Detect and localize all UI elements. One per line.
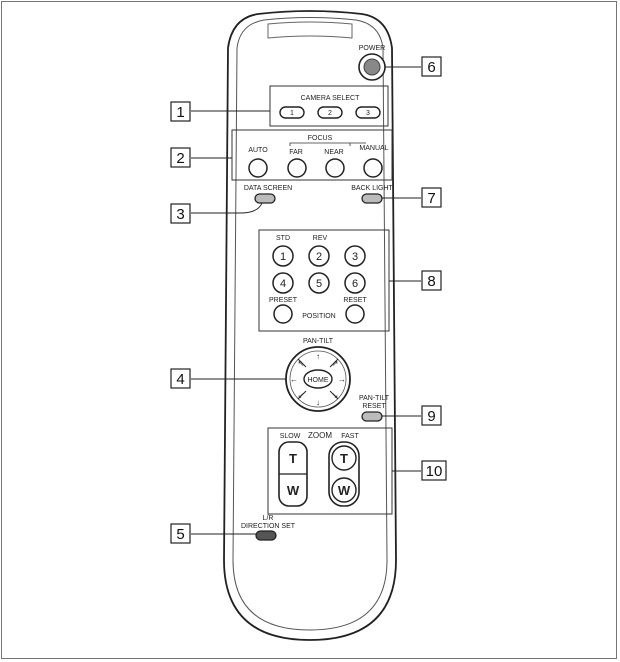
pan-tilt-reset-button[interactable]	[361, 411, 383, 422]
zoom-fast-label: FAST	[341, 433, 359, 440]
zoom-slow-label: SLOW	[280, 433, 301, 440]
focus-auto-label: AUTO	[248, 147, 268, 154]
focus-auto-button[interactable]	[248, 158, 268, 178]
pan-tilt-reset-label-1: PAN-TILT	[359, 395, 390, 402]
callout-1: 1	[170, 101, 191, 122]
back-light-button[interactable]	[361, 193, 383, 204]
ir-direction-label-2: DIRECTION SET	[241, 523, 296, 530]
zoom-slow-w-button[interactable]: W	[287, 483, 300, 498]
data-screen-label: DATA SCREEN	[244, 185, 292, 192]
focus-far-label: FAR	[289, 149, 303, 156]
callout-4-label: 4	[176, 371, 184, 388]
callout-3: 3	[170, 203, 191, 224]
pan-tilt-reset-label-2: RESET	[362, 403, 386, 410]
callout-8: 8	[421, 270, 442, 291]
camera-select-button-2[interactable]: 2	[317, 106, 343, 119]
position-rev-label: REV	[313, 235, 328, 242]
power-button-group: POWER	[358, 45, 386, 81]
home-label: HOME	[308, 377, 329, 384]
position-reset-label: RESET	[343, 297, 367, 304]
camera-select-button-2-label: 2	[328, 110, 332, 117]
position-panel: STD REV 1 2 3 4 5 6 PRESET RESET P	[258, 229, 390, 332]
focus-manual-button[interactable]	[363, 158, 383, 178]
position-label: POSITION	[302, 313, 335, 320]
callout-7-label: 7	[427, 190, 435, 207]
focus-far-button[interactable]	[287, 158, 307, 178]
position-button-3-label: 3	[352, 251, 358, 263]
callout-7: 7	[421, 187, 442, 208]
ir-direction-group: L/R DIRECTION SET	[241, 515, 296, 541]
arrow-down-icon[interactable]: ↓	[316, 398, 320, 407]
back-light-label: BACK LIGHT	[351, 185, 393, 192]
callout-3-label: 3	[176, 206, 184, 223]
callout-2-label: 2	[176, 150, 184, 167]
zoom-title: ZOOM	[308, 431, 332, 440]
focus-near-button[interactable]	[325, 158, 345, 178]
callout-10: 10	[421, 460, 447, 481]
position-button-5[interactable]: 5	[308, 272, 330, 294]
zoom-slow-t-button[interactable]: T	[289, 451, 297, 466]
callout-9: 9	[421, 405, 442, 426]
position-button-4-label: 4	[280, 278, 286, 290]
focus-title: FOCUS	[308, 135, 333, 142]
callout-5: 5	[170, 523, 191, 544]
preset-button[interactable]	[273, 304, 293, 324]
callout-6-label: 6	[427, 59, 435, 76]
camera-select-title: CAMERA SELECT	[301, 95, 360, 102]
zoom-fast-t-circle[interactable]	[331, 445, 357, 471]
callout-1-label: 1	[176, 104, 184, 121]
arrow-right-icon[interactable]: →	[338, 375, 346, 384]
position-button-6-label: 6	[352, 278, 358, 290]
focus-manual-label: MANUAL	[359, 145, 388, 152]
position-button-2[interactable]: 2	[308, 245, 330, 267]
callout-4: 4	[170, 368, 191, 389]
zoom-fast-t-button[interactable]: T	[340, 451, 348, 466]
arrow-down-right-icon[interactable]: ↘	[332, 391, 339, 400]
pan-tilt-group: PAN-TILT ↑ ↓ ← → ↖ ↗ ↙ ↘ HOME	[285, 338, 351, 412]
position-button-4[interactable]: 4	[272, 272, 294, 294]
callout-6: 6	[421, 56, 442, 77]
focus-panel: FOCUS AUTO FAR NEAR MANUAL	[231, 129, 393, 181]
camera-select-panel: CAMERA SELECT 1 2 3	[269, 85, 389, 127]
position-button-3[interactable]: 3	[344, 245, 366, 267]
arrow-up-right-icon[interactable]: ↗	[332, 359, 339, 368]
position-button-2-label: 2	[316, 251, 322, 263]
reset-button[interactable]	[345, 304, 365, 324]
arrow-up-left-icon[interactable]: ↖	[298, 359, 305, 368]
position-button-1[interactable]: 1	[272, 245, 294, 267]
callout-leaders	[191, 66, 421, 535]
position-button-5-label: 5	[316, 278, 322, 290]
zoom-fast-w-circle[interactable]	[331, 477, 357, 503]
position-std-label: STD	[276, 235, 290, 242]
camera-select-button-3-label: 3	[366, 110, 370, 117]
focus-near-label: NEAR	[324, 149, 343, 156]
power-button-face	[363, 58, 381, 76]
camera-select-button-3[interactable]: 3	[355, 106, 381, 119]
position-button-1-label: 1	[280, 251, 286, 263]
camera-select-button-1-label: 1	[290, 110, 294, 117]
position-preset-label: PRESET	[269, 297, 298, 304]
arrow-up-icon[interactable]: ↑	[316, 352, 320, 361]
ir-direction-button[interactable]	[255, 530, 277, 541]
camera-select-button-1[interactable]: 1	[279, 106, 305, 119]
zoom-fast-w-button[interactable]: W	[338, 483, 351, 498]
arrow-down-left-icon[interactable]: ↙	[298, 391, 305, 400]
home-button[interactable]	[303, 369, 333, 389]
power-label: POWER	[359, 45, 385, 52]
callout-8-label: 8	[427, 273, 435, 290]
position-button-6[interactable]: 6	[344, 272, 366, 294]
remote-body	[223, 10, 397, 641]
callout-10-label: 10	[426, 463, 443, 480]
data-screen-button[interactable]	[254, 193, 276, 204]
data-screen-group: DATA SCREEN	[244, 185, 292, 204]
pan-tilt-reset-group: PAN-TILT RESET	[359, 395, 390, 422]
pan-tilt-label: PAN-TILT	[303, 338, 334, 345]
callout-9-label: 9	[427, 408, 435, 425]
callout-2: 2	[170, 147, 191, 168]
arrow-left-icon[interactable]: ←	[290, 375, 298, 384]
callout-5-label: 5	[176, 526, 184, 543]
ir-direction-label-1: L/R	[263, 515, 274, 522]
